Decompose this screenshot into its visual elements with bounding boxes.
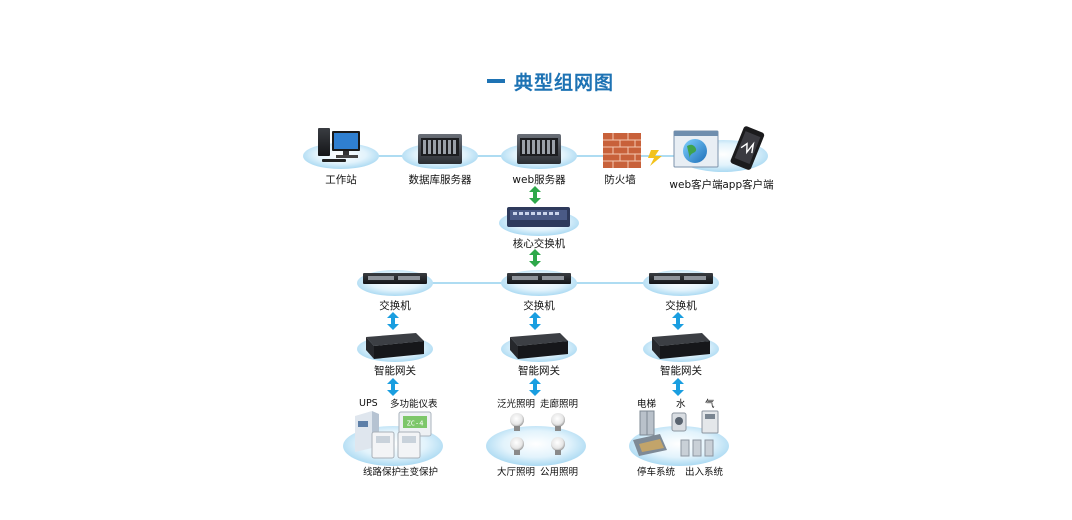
switch-icon <box>363 273 427 284</box>
water-label: 水 <box>676 399 686 410</box>
db-server-label: 数据库服务器 <box>408 174 472 186</box>
gateway-icon <box>510 333 568 359</box>
firewall-label: 防火墙 <box>604 174 636 186</box>
line-protection-label: 线路保护 <box>363 467 402 478</box>
corridor-light-label: 走廊照明 <box>540 399 579 410</box>
arrow-web-to-core-icon <box>529 186 541 204</box>
transformer-protection-icon <box>397 431 421 459</box>
workstation-icon <box>318 128 360 162</box>
gateway-icon <box>366 333 424 359</box>
hall-light-label: 大厅照明 <box>497 467 536 478</box>
elevator-label: 电梯 <box>637 399 657 410</box>
lighting-devices-platform <box>486 426 586 466</box>
switch-label: 交换机 <box>379 300 411 312</box>
web-server-label: web服务器 <box>512 174 566 186</box>
switch-label: 交换机 <box>665 300 697 312</box>
app-client-icon <box>730 126 765 170</box>
core-switch-icon <box>507 207 570 227</box>
gas-label: 气 <box>705 399 715 410</box>
transformer-protection-label: 主变保护 <box>400 467 439 478</box>
web-server-icon <box>517 134 561 164</box>
web-client-label: web客户端 <box>669 179 723 191</box>
ups-label: UPS <box>359 398 378 409</box>
switch-icon <box>507 273 571 284</box>
elevator-icon <box>639 410 655 436</box>
title-bar-decoration <box>487 79 505 83</box>
access-system-icon <box>680 439 714 457</box>
db-server-icon <box>418 134 462 164</box>
flood-light-label: 泛光照明 <box>497 399 536 410</box>
line-protection-icon <box>371 431 395 459</box>
arrow-switch-to-gateway-icon <box>387 312 684 330</box>
access-label: 出入系统 <box>685 467 724 478</box>
core-switch-label: 核心交换机 <box>512 238 566 250</box>
public-light-label: 公用照明 <box>540 467 579 478</box>
firewall-icon <box>603 133 641 168</box>
bulb-icon <box>551 413 565 431</box>
meter-label: 多功能仪表 <box>390 399 438 410</box>
parking-system-icon <box>633 434 667 456</box>
bulb-icon <box>551 437 565 455</box>
app-client-label: app客户端 <box>722 179 774 191</box>
bulb-icon <box>510 437 524 455</box>
switch-icon <box>649 273 713 284</box>
web-client-icon <box>673 130 719 168</box>
gateway-label: 智能网关 <box>518 365 560 377</box>
gas-meter-icon <box>701 410 719 434</box>
page-title: 典型组网图 <box>514 72 615 94</box>
gateway-icon <box>652 333 710 359</box>
workstation-label: 工作站 <box>325 174 357 186</box>
meter-display-text: ZC-4 <box>407 420 424 428</box>
switch-label: 交换机 <box>523 300 555 312</box>
gateway-label: 智能网关 <box>374 365 416 377</box>
bulb-icon <box>510 413 524 431</box>
parking-label: 停车系统 <box>637 467 676 478</box>
arrow-core-to-switch-icon <box>529 249 541 267</box>
lightning-icon <box>648 150 662 166</box>
arrow-gateway-to-devices-icon <box>387 378 684 396</box>
water-meter-icon <box>671 412 687 432</box>
gateway-label: 智能网关 <box>660 365 702 377</box>
